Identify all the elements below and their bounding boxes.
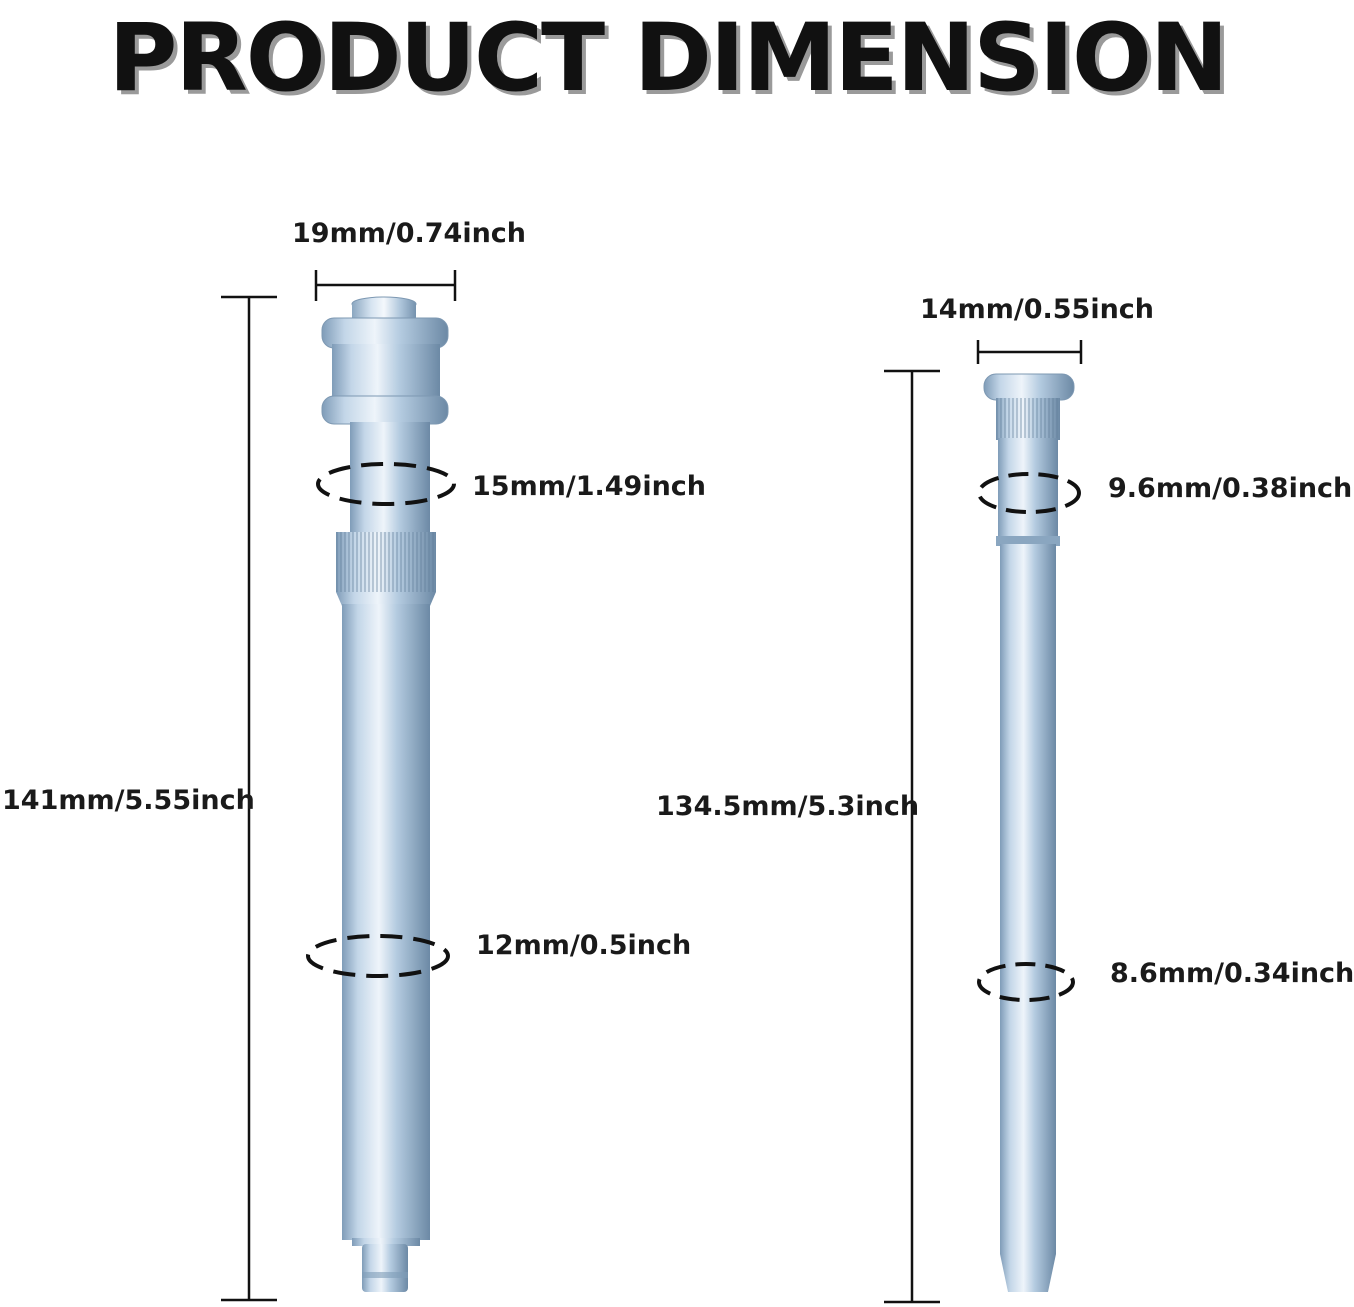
right-lower-diameter-label: 8.6mm/0.34inch [1110, 958, 1354, 989]
page-title: PRODUCT DIMENSION [108, 4, 1228, 113]
left-upper-diameter-marker [316, 462, 456, 506]
right-upper-diameter-marker [977, 472, 1081, 514]
left-length-dimension-line [221, 295, 277, 1302]
right-pin-image [983, 373, 1075, 1292]
right-upper-diameter-label: 9.6mm/0.38inch [1108, 473, 1353, 504]
left-head-width-label: 19mm/0.74inch [292, 218, 527, 249]
left-width-dimension-line [314, 270, 457, 301]
left-lower-diameter-label: 12mm/0.5inch [476, 930, 692, 961]
right-lower-diameter-marker [977, 962, 1075, 1002]
right-head-width-label: 14mm/0.55inch [920, 294, 1155, 325]
left-upper-diameter-label: 15mm/1.49inch [472, 471, 707, 502]
right-length-label: 134.5mm/5.3inch [656, 791, 920, 822]
right-length-dimension-line [884, 369, 940, 1304]
left-lower-diameter-marker [306, 934, 450, 978]
left-length-label: 141mm/5.55inch [2, 785, 255, 816]
right-width-dimension-line [976, 340, 1083, 364]
left-pin-image [321, 296, 449, 1292]
